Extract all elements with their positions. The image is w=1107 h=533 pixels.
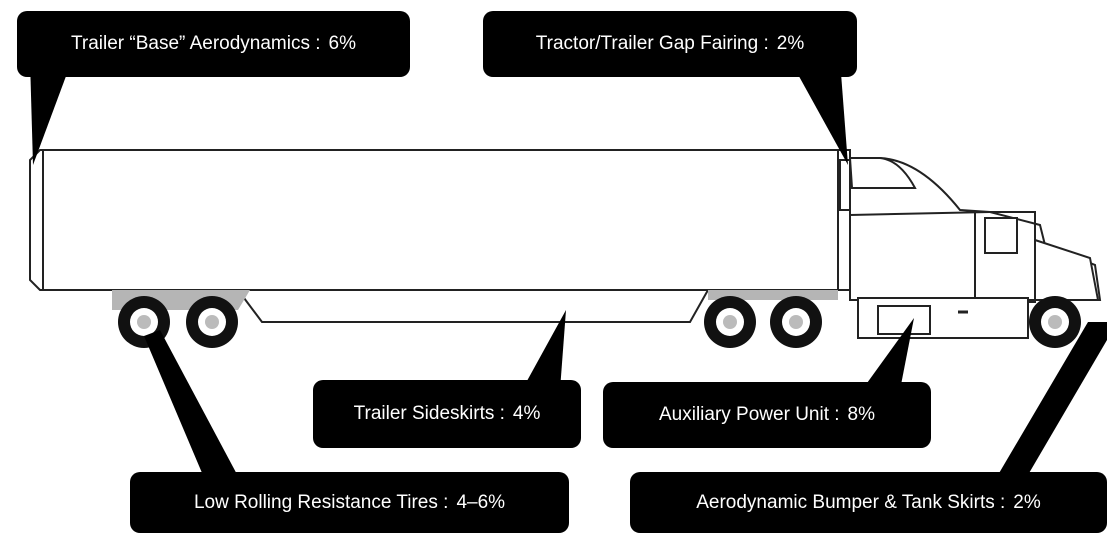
pointer-apu <box>862 318 914 390</box>
callout-label: Trailer Sideskirts : <box>353 403 505 424</box>
callout-gap-fairing: Tractor/Trailer Gap Fairing : 2% <box>483 11 857 77</box>
callout-sideskirts: Trailer Sideskirts : 4% <box>313 380 581 448</box>
front-axle-fairing <box>708 290 838 300</box>
gap-fairing-panel <box>839 159 851 211</box>
callout-trailer-base: Trailer “Base” Aerodynamics : 6% <box>17 11 410 77</box>
pointer-trailer-base <box>30 60 72 165</box>
wheel-steer <box>1029 296 1081 348</box>
callout-label: Low Rolling Resistance Tires : <box>193 491 449 513</box>
callout-apu: Auxiliary Power Unit : 8% <box>603 382 931 448</box>
callout-label: Aerodynamic Bumper & Tank Skirts : <box>696 491 1006 513</box>
wheel-drive-2 <box>770 296 822 348</box>
trailer <box>29 149 851 291</box>
tractor <box>839 157 1102 339</box>
wheel-trailer-rear-2 <box>186 296 238 348</box>
callout-value: 2% <box>776 33 805 54</box>
callout-value: 4% <box>512 403 541 424</box>
callout-pointers <box>30 60 1107 480</box>
wheel-trailer-rear-1 <box>118 296 170 348</box>
callout-label: Tractor/Trailer Gap Fairing : <box>535 33 769 54</box>
wheels <box>118 296 1081 348</box>
callout-label: Trailer “Base” Aerodynamics : <box>70 33 321 54</box>
callout-value: 4–6% <box>456 491 506 513</box>
trailer-sideskirt <box>236 289 710 323</box>
callout-value: 8% <box>847 404 876 425</box>
pointer-bumper <box>995 322 1107 480</box>
callout-bumper: Aerodynamic Bumper & Tank Skirts : 2% <box>630 472 1107 533</box>
apu-box <box>877 305 931 335</box>
pointer-gap-fairing <box>790 60 848 165</box>
wheel-drive-1 <box>704 296 756 348</box>
callout-value: 6% <box>328 33 356 54</box>
pointer-sideskirts <box>522 310 566 390</box>
callout-label: Auxiliary Power Unit : <box>658 404 840 425</box>
callout-tires: Low Rolling Resistance Tires : 4–6% <box>130 472 569 533</box>
trailer-box <box>29 149 851 291</box>
callout-value: 2% <box>1013 491 1041 513</box>
hood <box>1034 238 1100 301</box>
roof-fairing <box>848 157 917 189</box>
pointer-tires <box>144 330 240 480</box>
cab-window <box>984 217 1018 254</box>
